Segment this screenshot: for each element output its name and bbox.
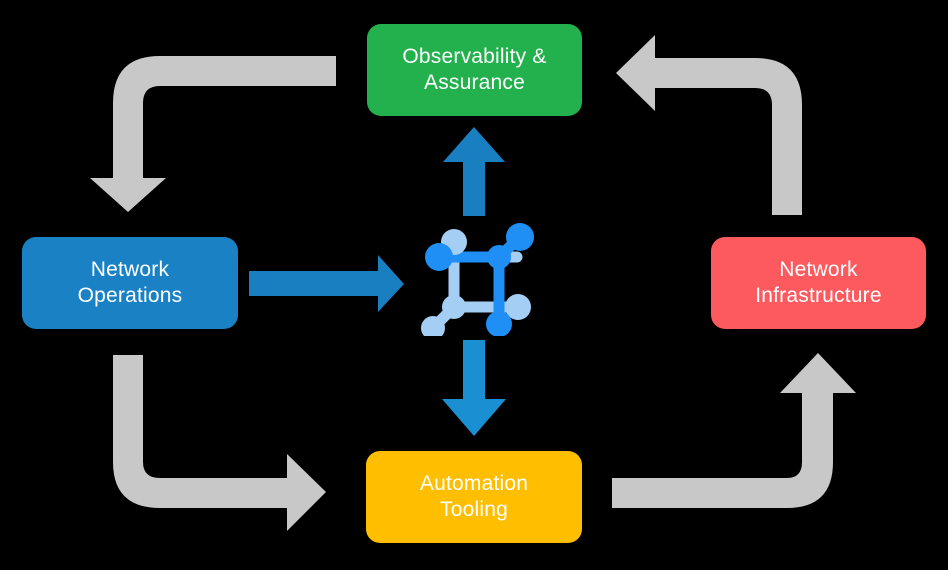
arrow-right-icon [249, 255, 404, 312]
node-label-network-operations: Network Operations [77, 257, 183, 307]
elbow-arrow-up-left-icon [616, 35, 802, 215]
node-box-automation-tooling[interactable]: Automation Tooling [366, 451, 582, 543]
node-box-network-operations[interactable]: Network Operations [22, 237, 238, 329]
node-box-observability[interactable]: Observability & Assurance [367, 24, 582, 116]
node-box-network-infrastructure[interactable]: Network Infrastructure [711, 237, 926, 329]
node-label-automation-tooling: Automation Tooling [419, 471, 529, 521]
elbow-arrow-down-right-icon [113, 355, 326, 531]
node-label-network-infrastructure: Network Infrastructure [755, 257, 882, 307]
arrow-up-icon [443, 127, 505, 216]
elbow-arrow-down-left-icon [90, 56, 336, 212]
network-topology-icon [421, 223, 534, 336]
topology-bright-nodes [425, 223, 534, 336]
node-label-observability: Observability & Assurance [402, 44, 547, 94]
elbow-arrow-right-up-icon [612, 353, 856, 508]
arrow-down-icon [442, 340, 506, 436]
